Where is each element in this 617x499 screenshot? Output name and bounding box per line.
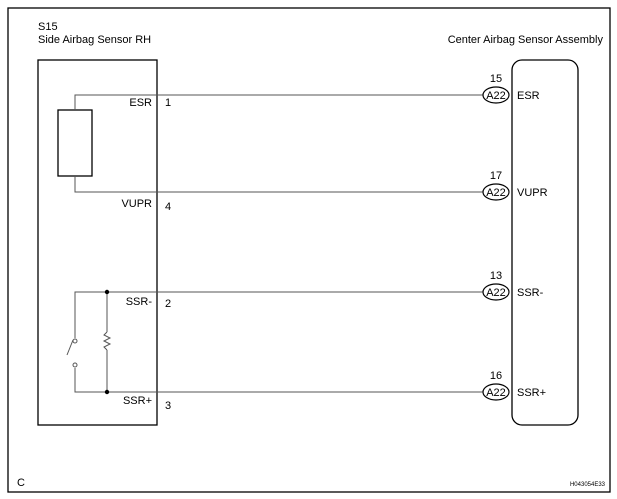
connector-ssr-plus: 16 A22 SSR+	[482, 370, 546, 401]
corner-label: C	[17, 477, 25, 489]
left-signal-vupr: VUPR	[121, 198, 152, 210]
side-airbag-sensor-box	[37, 59, 158, 426]
connector-vupr: 17 A22 VUPR	[482, 170, 548, 201]
svg-text:A22: A22	[486, 287, 506, 299]
right-component-name: Center Airbag Sensor Assembly	[448, 34, 604, 46]
svg-text:16: 16	[490, 370, 502, 382]
left-component-name: Side Airbag Sensor RH	[38, 34, 151, 46]
safing-switch-resistor	[66, 289, 157, 395]
sensor-element	[57, 94, 157, 193]
left-pin-ssr-plus: 3	[165, 400, 171, 412]
svg-text:ESR: ESR	[517, 90, 540, 102]
left-pin-vupr: 4	[165, 201, 171, 213]
left-pin-ssr-minus: 2	[165, 298, 171, 310]
svg-text:15: 15	[490, 73, 502, 85]
figure-id: H043054E33	[570, 482, 606, 488]
svg-text:SSR+: SSR+	[517, 387, 546, 399]
left-signal-esr: ESR	[129, 97, 152, 109]
connector-esr: 15 A22 ESR	[482, 73, 540, 104]
left-signal-ssr-plus: SSR+	[123, 395, 152, 407]
svg-text:A22: A22	[486, 387, 506, 399]
left-signal-ssr-minus: SSR-	[126, 296, 153, 308]
switch-icon	[66, 339, 74, 356]
svg-text:13: 13	[490, 270, 502, 282]
left-component-code: S15	[38, 21, 58, 33]
svg-text:VUPR: VUPR	[517, 187, 548, 199]
svg-text:SSR-: SSR-	[517, 287, 544, 299]
center-airbag-sensor-box	[511, 59, 579, 426]
diagram-frame	[7, 7, 611, 493]
svg-text:A22: A22	[486, 90, 506, 102]
svg-text:A22: A22	[486, 187, 506, 199]
resistor-icon	[102, 331, 112, 351]
connector-ssr-minus: 13 A22 SSR-	[482, 270, 544, 301]
left-pin-esr: 1	[165, 97, 171, 109]
svg-text:17: 17	[490, 170, 502, 182]
